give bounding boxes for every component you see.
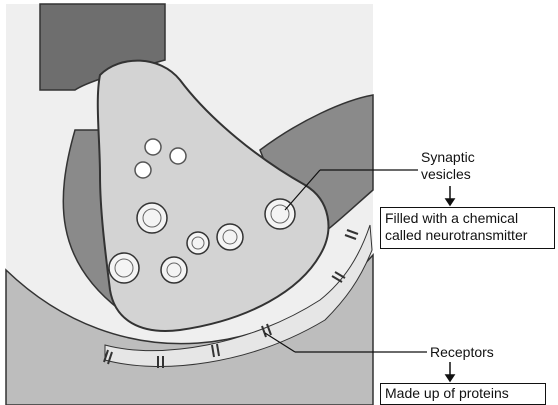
synaptic-vesicle (161, 257, 187, 283)
receptor-note-box: Made up of proteins (380, 383, 546, 405)
synaptic-vesicle (217, 224, 243, 250)
receptors-label: Receptors (430, 344, 494, 361)
synaptic-vesicle (137, 203, 167, 233)
empty-vesicle (170, 148, 186, 164)
synaptic-vesicle (109, 253, 139, 283)
empty-vesicle (135, 162, 151, 178)
synaptic-vesicles-label: Synaptic vesicles (421, 149, 475, 183)
empty-vesicle (145, 139, 161, 155)
synaptic-vesicle (187, 232, 209, 254)
vesicle-note-box: Filled with a chemical called neurotrans… (380, 207, 555, 249)
